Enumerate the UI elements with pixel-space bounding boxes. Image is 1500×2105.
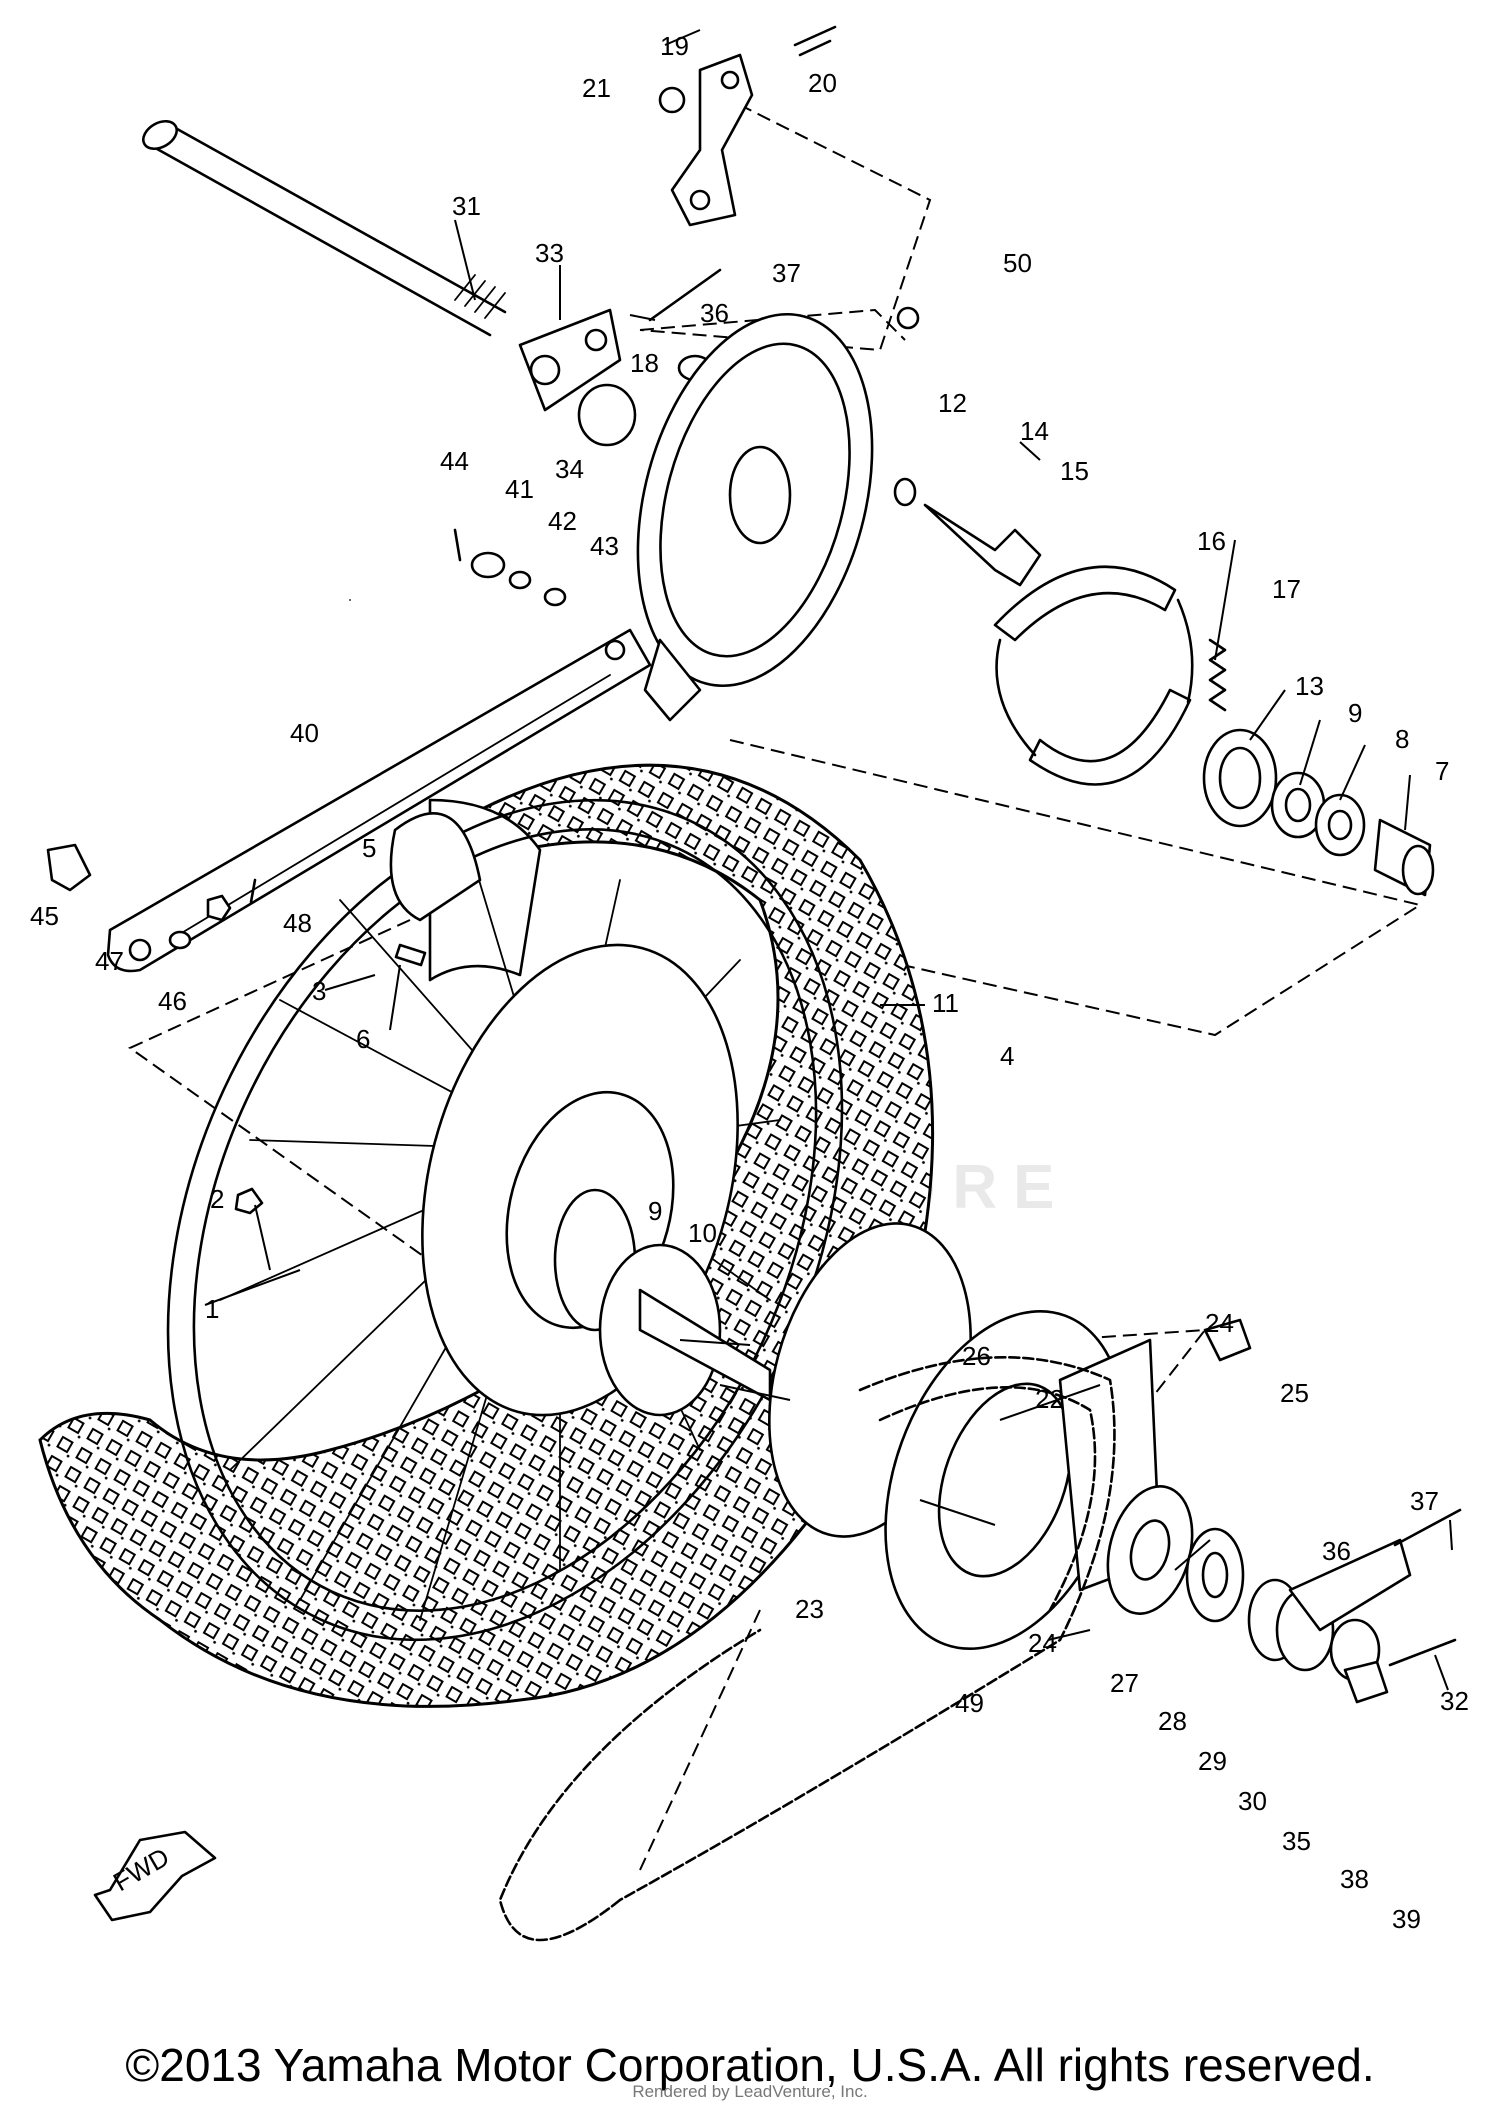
part-label-7: 7	[1435, 756, 1449, 786]
part-label-46: 46	[158, 986, 187, 1016]
part-label-34: 34	[555, 454, 584, 484]
leader-lines	[204, 29, 1453, 1691]
brake-plate-part	[636, 312, 1042, 722]
part-label-5: 5	[362, 833, 376, 863]
part-label-20: 20	[808, 68, 837, 98]
right-axle-stack	[1106, 1318, 1462, 1704]
part-label-33: 33	[535, 238, 564, 268]
part-label-22: 22	[1035, 1384, 1064, 1414]
hardware-parts	[46, 528, 567, 950]
chain-part	[498, 1356, 1116, 1942]
part-label-12: 12	[938, 388, 967, 418]
part-label-4: 4	[1000, 1041, 1014, 1071]
part-label-35: 35	[1282, 1826, 1311, 1856]
part-label-36: 36	[700, 298, 729, 328]
part-label-9b: 9	[648, 1196, 662, 1226]
part-label-41: 41	[505, 474, 534, 504]
part-label-2: 2	[210, 1184, 224, 1214]
axle-part	[141, 119, 507, 337]
part-label-13: 13	[1295, 671, 1324, 701]
part-label-40: 40	[290, 718, 319, 748]
part-label-44: 44	[440, 446, 469, 476]
part-label-10: 10	[688, 1218, 717, 1248]
part-label-45: 45	[30, 901, 59, 931]
part-labels: 1 2 3 4 5 6 7 8 9 9 10 11 12 13 14 15 16…	[30, 31, 1469, 1934]
part-label-47: 47	[95, 946, 124, 976]
part-label-31: 31	[452, 191, 481, 221]
part-label-37b: 37	[1410, 1486, 1439, 1516]
rendered-by-text: Rendered by LeadVenture, Inc.	[632, 2082, 868, 2101]
fwd-arrow: FWD	[93, 1830, 217, 1922]
part-label-8: 8	[1395, 724, 1409, 754]
part-label-43: 43	[590, 531, 619, 561]
adjuster-part	[518, 268, 920, 447]
part-label-28: 28	[1158, 1706, 1187, 1736]
torque-arm-part	[658, 25, 837, 227]
part-label-6: 6	[356, 1024, 370, 1054]
part-label-30: 30	[1238, 1786, 1267, 1816]
part-label-24: 24	[1205, 1308, 1234, 1338]
part-label-42: 42	[548, 506, 577, 536]
part-label-26: 26	[962, 1341, 991, 1371]
hub-part	[234, 812, 772, 1417]
part-label-36b: 36	[1322, 1536, 1351, 1566]
part-label-29: 29	[1198, 1746, 1227, 1776]
hub-right-parts	[1202, 728, 1435, 897]
part-label-11: 11	[932, 988, 959, 1018]
part-label-50: 50	[1003, 248, 1032, 278]
part-label-18: 18	[630, 348, 659, 378]
copyright-notice: ©2013 Yamaha Motor Corporation, U.S.A. A…	[125, 2039, 1375, 2091]
part-label-19: 19	[660, 31, 689, 61]
part-label-37: 37	[772, 258, 801, 288]
part-label-48: 48	[283, 908, 312, 938]
part-label-25: 25	[1280, 1378, 1309, 1408]
part-label-27: 27	[1110, 1668, 1139, 1698]
part-label-49: 49	[955, 1688, 984, 1718]
torque-rod-part	[106, 628, 652, 973]
part-label-1: 1	[205, 1294, 219, 1324]
part-label-14: 14	[1020, 416, 1049, 446]
part-label-16: 16	[1197, 526, 1226, 556]
part-label-21: 21	[582, 73, 611, 103]
part-label-9: 9	[1348, 698, 1362, 728]
part-label-23: 23	[795, 1594, 824, 1624]
part-label-32: 32	[1440, 1686, 1469, 1716]
part-label-24b: 24	[1028, 1628, 1057, 1658]
part-label-3: 3	[312, 976, 326, 1006]
part-label-39: 39	[1392, 1904, 1421, 1934]
part-label-15: 15	[1060, 456, 1089, 486]
part-label-38: 38	[1340, 1864, 1369, 1894]
brake-shoe-part	[993, 565, 1227, 786]
part-label-17: 17	[1272, 574, 1301, 604]
